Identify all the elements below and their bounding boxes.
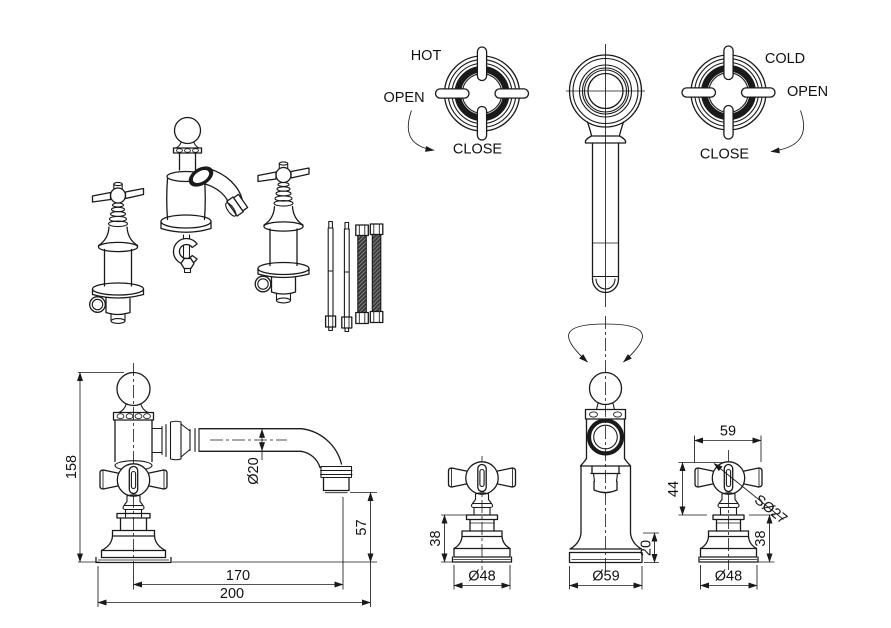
dim-170: 170 [133, 497, 344, 590]
parts-exploded-view [89, 116, 384, 333]
swivel-arc-arrow [568, 323, 643, 363]
handle-side-view: 59 44 SØ27 38 Ø48 [666, 424, 790, 590]
cold-handle-top-view: COLD OPEN CLOSE [682, 46, 828, 163]
dim-sp-d59: Ø59 [569, 566, 643, 590]
dim-hs-d48: Ø48 [700, 565, 758, 590]
dim-label-hf-base-dia: Ø48 [468, 569, 495, 585]
hot-close-label: CLOSE [453, 142, 502, 158]
cold-label: COLD [765, 51, 805, 67]
spout-top-view [566, 44, 645, 307]
hot-label: HOT [411, 48, 442, 64]
handle-front-view: 38 Ø48 [428, 456, 517, 590]
dim-label-hs-width: 59 [720, 424, 736, 440]
dim-label-hs-height: 44 [666, 481, 682, 497]
hot-handle-top-view: HOT OPEN CLOSE [383, 47, 528, 158]
dim-label-overall: 200 [220, 586, 244, 602]
hot-open-label: OPEN [383, 90, 424, 106]
dim-hs-59: 59 [694, 424, 762, 462]
dim-hf-d48: Ø48 [453, 565, 511, 590]
dim-spout-dia: Ø20 [246, 428, 265, 485]
cold-valve-part [254, 161, 310, 304]
hot-valve-part [89, 181, 145, 325]
dim-label-hf-base-height: 38 [428, 530, 444, 546]
dim-label-hs-base-dia: Ø48 [715, 569, 742, 585]
dim-hs-knob: SØ27 [713, 463, 790, 528]
dim-sp-20: 20 [639, 532, 659, 563]
cold-open-label: OPEN [787, 84, 828, 100]
cold-close-label: CLOSE [700, 147, 749, 163]
dim-hf-38: 38 [428, 514, 467, 563]
dim-158: 158 [64, 372, 124, 563]
dim-label-spout-dia: Ø20 [246, 457, 262, 484]
dim-label-height: 158 [64, 455, 80, 479]
faucet-side-view: 158 Ø20 57 170 200 [64, 363, 377, 607]
dim-57: 57 [172, 492, 377, 563]
dim-label-hs-knob-dia: SØ27 [751, 492, 790, 528]
dim-hs-44: 44 [666, 462, 722, 516]
dim-label-clearance: 57 [354, 519, 370, 535]
supply-pipes [324, 220, 384, 333]
dim-label-reach: 170 [226, 568, 250, 584]
dim-label-sp-base-dia: Ø59 [592, 569, 619, 585]
spout-part [160, 116, 249, 274]
dim-200: 200 [97, 562, 371, 607]
dim-label-hs-base-height: 38 [753, 530, 769, 546]
cold-open-close-arrow [770, 110, 804, 154]
dim-hs-38: 38 [749, 514, 775, 563]
dim-label-sp-base-height: 20 [639, 540, 655, 556]
hot-open-close-arrow [407, 110, 435, 152]
spout-front-view: 20 Ø59 [568, 316, 659, 590]
